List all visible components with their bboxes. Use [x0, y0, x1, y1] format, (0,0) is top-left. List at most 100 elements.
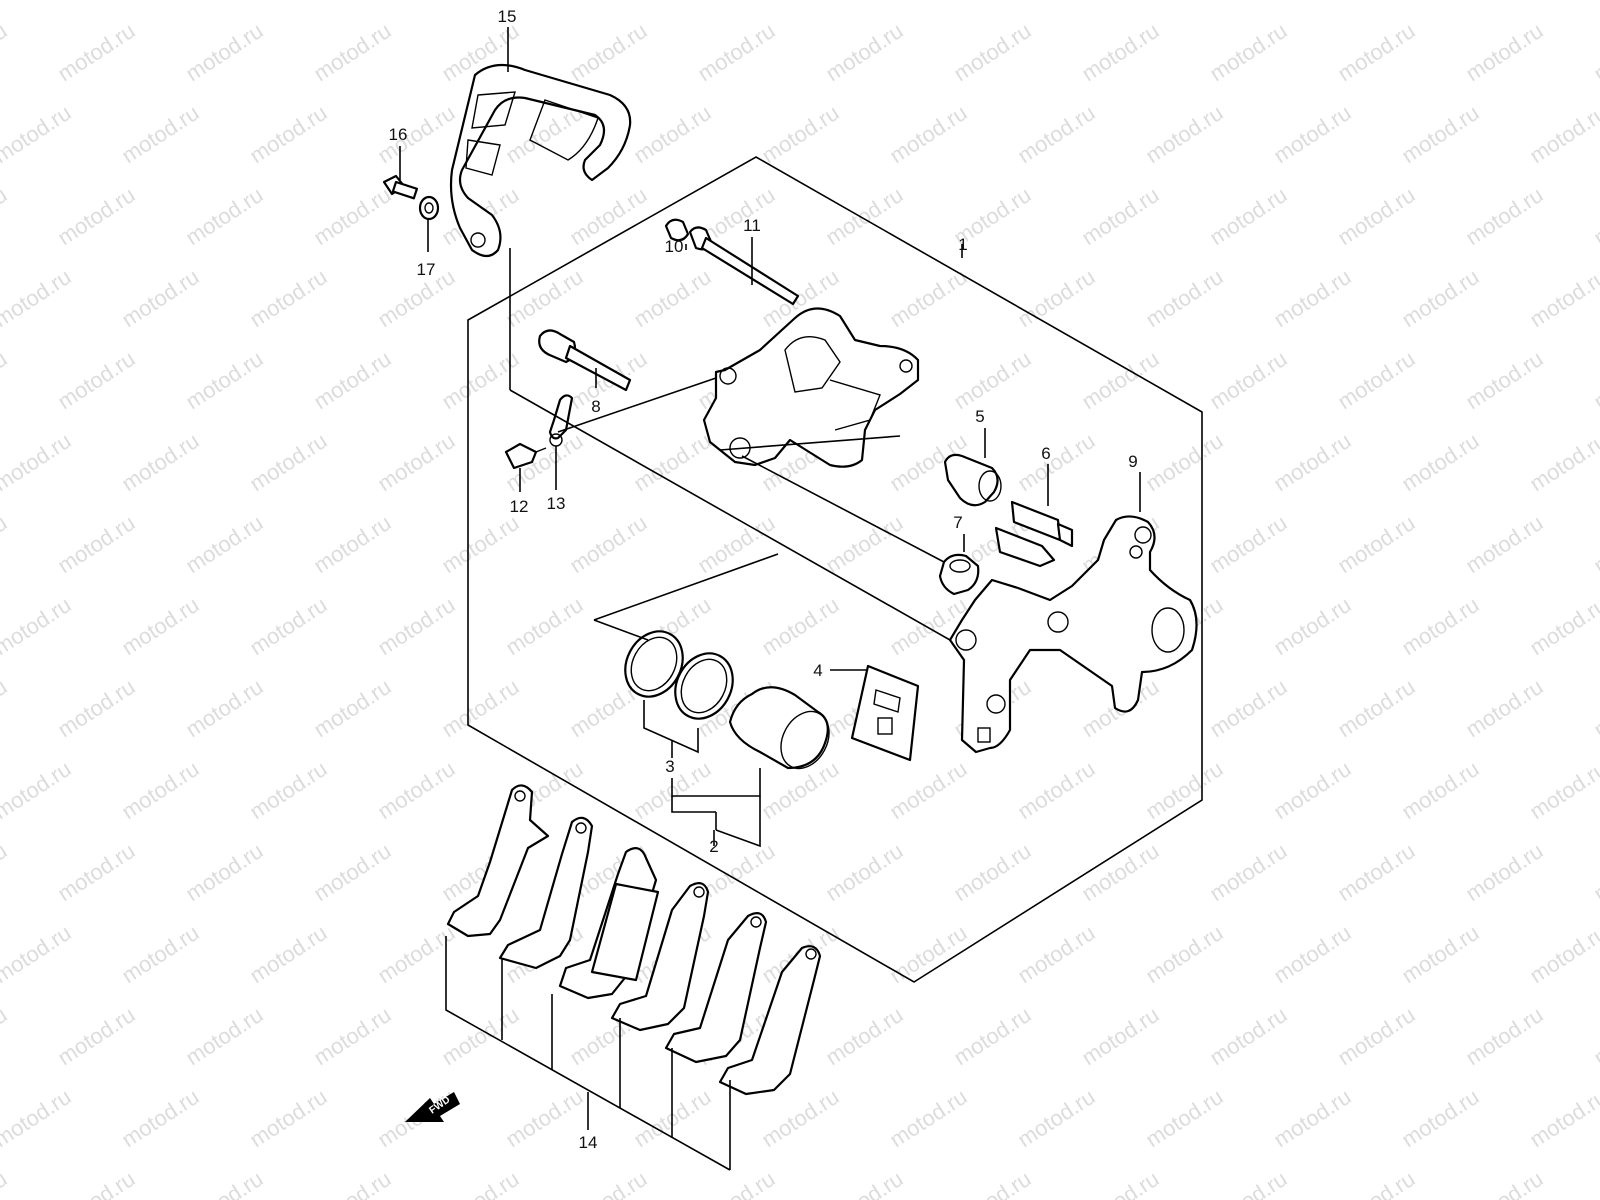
watermark-text: motod.ru: [0, 0, 76, 4]
watermark-text: motod.ru: [53, 838, 139, 906]
watermark-text: motod.ru: [1461, 510, 1547, 578]
watermark-text: motod.ru: [885, 0, 971, 4]
watermark-text: motod.ru: [181, 182, 267, 250]
bleeder-valve-part-12: [504, 442, 547, 470]
watermark-text: motod.ru: [0, 428, 76, 496]
watermark-text: motod.ru: [501, 1084, 587, 1152]
watermark-text: motod.ru: [1525, 756, 1600, 824]
watermark-text: motod.ru: [757, 0, 843, 4]
cap-part-10: [664, 218, 690, 242]
watermark-text: motod.ru: [117, 592, 203, 660]
watermark-text: motod.ru: [1077, 838, 1163, 906]
watermark-text: motod.ru: [1461, 346, 1547, 414]
watermark-text: motod.ru: [565, 1166, 651, 1200]
watermark-text: motod.ru: [693, 1166, 779, 1200]
watermark-text: motod.ru: [1333, 674, 1419, 742]
watermark-text: motod.ru: [1013, 1084, 1099, 1152]
watermark-text: motod.ru: [757, 100, 843, 168]
watermark-text: motod.ru: [1589, 346, 1600, 414]
watermark-text: motod.ru: [1333, 18, 1419, 86]
callout-13: 13: [547, 494, 566, 513]
watermark-text: motod.ru: [309, 510, 395, 578]
watermark-text: motod.ru: [1461, 674, 1547, 742]
watermark-text: motod.ru: [1589, 1002, 1600, 1070]
watermark-text: motod.ru: [1205, 18, 1291, 86]
watermark-text: motod.ru: [1589, 510, 1600, 578]
callout-labels: 15 16 17 11 10 1 8 12 13 5 6 9 7 4 3 2 1…: [389, 7, 1138, 1152]
caliper-bracket-part-9: [948, 515, 1198, 754]
watermark-text: motod.ru: [117, 920, 203, 988]
watermark-text: motod.ru: [821, 1166, 907, 1200]
bolt-part-16: [382, 174, 419, 200]
watermark-text: motod.ru: [373, 428, 459, 496]
watermark-text: motod.ru: [181, 18, 267, 86]
watermark-text: motod.ru: [1461, 1002, 1547, 1070]
watermark-text: motod.ru: [1077, 18, 1163, 86]
watermark-text: motod.ru: [757, 592, 843, 660]
watermark-text: motod.ru: [1525, 0, 1600, 4]
watermark-text: motod.ru: [0, 1002, 12, 1070]
watermark-text: motod.ru: [0, 756, 76, 824]
watermark-text: motod.ru: [0, 1084, 76, 1152]
watermark-text: motod.ru: [373, 756, 459, 824]
callout-1: 1: [958, 235, 967, 254]
watermark-text: motod.ru: [53, 182, 139, 250]
watermark-text: motod.ru: [437, 1166, 523, 1200]
watermark-text: motod.ru: [53, 510, 139, 578]
callout-14: 14: [579, 1133, 598, 1152]
watermark-text: motod.ru: [0, 592, 76, 660]
callout-15: 15: [498, 7, 517, 26]
watermark-text: motod.ru: [1589, 18, 1600, 86]
callout-8: 8: [591, 397, 600, 416]
watermark-text: motod.ru: [181, 674, 267, 742]
watermark-text: motod.ru: [949, 838, 1035, 906]
callout-4: 4: [813, 661, 822, 680]
callout-5: 5: [975, 407, 984, 426]
watermark-text: motod.ru: [0, 346, 12, 414]
watermark-text: motod.ru: [565, 510, 651, 578]
callout-6: 6: [1041, 444, 1050, 463]
watermark-text: motod.ru: [1077, 346, 1163, 414]
watermark-text: motod.ru: [1397, 264, 1483, 332]
watermark-text: motod.ru: [53, 1166, 139, 1200]
watermark-text: motod.ru: [1205, 182, 1291, 250]
watermark-text: motod.ru: [501, 264, 587, 332]
watermark-text: motod.ru: [1013, 0, 1099, 4]
watermark-text: motod.ru: [949, 1166, 1035, 1200]
watermark-text: motod.ru: [1525, 428, 1600, 496]
pad-pin-part-11: [688, 226, 800, 306]
watermark-text: motod.ru: [1525, 100, 1600, 168]
callout-12: 12: [510, 497, 529, 516]
watermark-text: motod.ru: [53, 18, 139, 86]
watermark-text: motod.ru: [245, 920, 331, 988]
watermark-text: motod.ru: [1269, 756, 1355, 824]
callout-3: 3: [665, 757, 674, 776]
callout-17: 17: [417, 260, 436, 279]
washer-part-17: [418, 195, 440, 221]
watermark-text: motod.ru: [1269, 1084, 1355, 1152]
watermark-text: motod.ru: [1397, 428, 1483, 496]
boot-part-7: [938, 553, 980, 596]
leader-lines: [399, 27, 1141, 1171]
watermark-text: motod.ru: [1077, 1166, 1163, 1200]
watermark-text: motod.ru: [1397, 592, 1483, 660]
watermark-text: motod.ru: [1013, 100, 1099, 168]
callout-7: 7: [953, 513, 962, 532]
watermark-text: motod.ru: [821, 18, 907, 86]
watermark-text: motod.ru: [0, 182, 12, 250]
sleeve-part-5: [943, 453, 1002, 507]
watermark-text: motod.ru: [1205, 674, 1291, 742]
watermark-text: motod.ru: [1013, 756, 1099, 824]
watermark-text: motod.ru: [1397, 100, 1483, 168]
watermark-text: motod.ru: [949, 346, 1035, 414]
watermark-text: motod.ru: [1013, 428, 1099, 496]
watermark-text: motod.ru: [1333, 346, 1419, 414]
watermark-text: motod.ru: [1589, 182, 1600, 250]
watermark-text: motod.ru: [501, 592, 587, 660]
watermark-text: motod.ru: [1461, 18, 1547, 86]
watermark-text: motod.ru: [309, 838, 395, 906]
slide-pin-part-8: [538, 329, 632, 392]
watermark-text: motod.ru: [309, 18, 395, 86]
watermark-text: motod.ru: [1333, 182, 1419, 250]
